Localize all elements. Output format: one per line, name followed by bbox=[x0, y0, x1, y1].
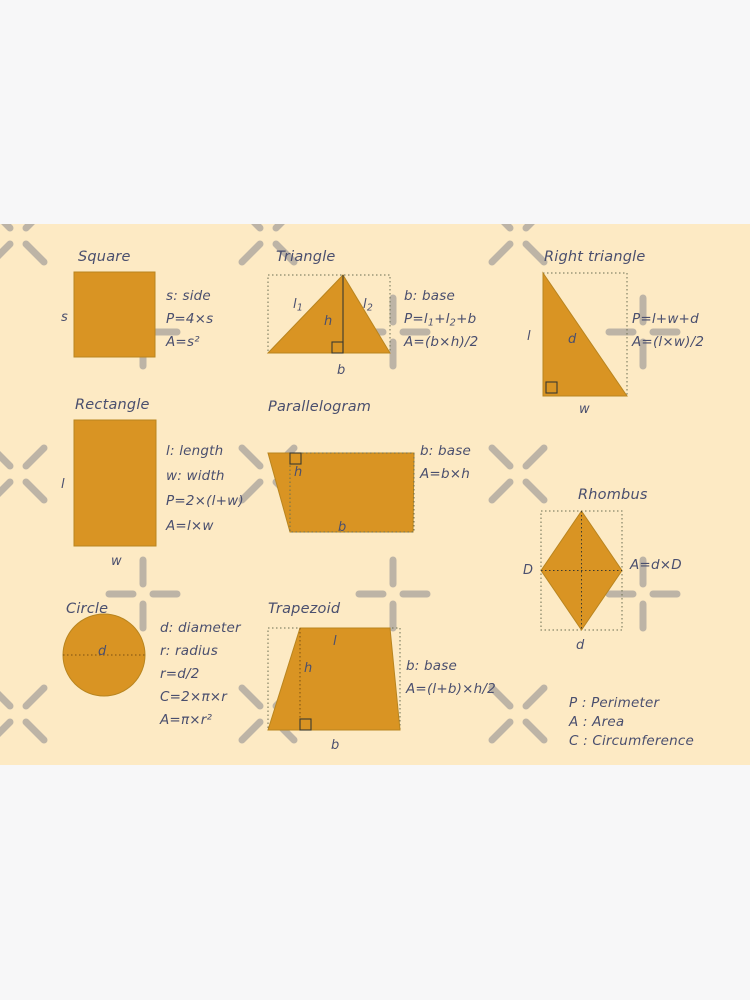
parallelogram-def-base: b: base bbox=[420, 443, 471, 459]
triangle-leg2-subscript: 2 bbox=[366, 302, 373, 314]
triangle-height-label: h bbox=[324, 314, 333, 329]
triangle-formula-perimeter: P=l1+l2+b bbox=[404, 310, 476, 330]
triangle-leg2-letter: l bbox=[363, 297, 367, 312]
circle-diameter-label: d bbox=[98, 644, 107, 659]
parallelogram-formula-area: A=b×h bbox=[420, 466, 470, 482]
rectangle-width-label: w bbox=[111, 554, 122, 569]
trapezoid-formula-area: A=(l+b)×h/2 bbox=[406, 681, 496, 697]
circle-def-diameter: d: diameter bbox=[160, 620, 241, 636]
legend-line-perimeter: P : Perimeter bbox=[569, 695, 660, 711]
rhombus-formula-area: A=d×D bbox=[630, 557, 682, 573]
triangle-leg2-label: l2 bbox=[363, 296, 373, 315]
poster-canvas: Square s s: side P=4×s A=s² Triangle l1 … bbox=[0, 224, 750, 765]
rectangle-title: Rectangle bbox=[75, 397, 150, 413]
rectangle-figure bbox=[73, 419, 157, 547]
right-triangle-right-angle-marker bbox=[545, 381, 558, 394]
trapezoid-def-base: b: base bbox=[406, 658, 457, 674]
triangle-perim-part-0: P=l bbox=[404, 311, 428, 327]
rectangle-def-width: w: width bbox=[166, 468, 225, 484]
right-triangle-formula-perimeter: P=l+w+d bbox=[632, 311, 699, 327]
trapezoid-top-label: l bbox=[333, 634, 337, 649]
rhombus-major-diagonal-label: D bbox=[523, 563, 534, 578]
labels-layer: Square s s: side P=4×s A=s² Triangle l1 … bbox=[0, 224, 750, 765]
circle-formula-circumference: C=2×π×r bbox=[160, 689, 228, 705]
rhombus-title: Rhombus bbox=[578, 487, 648, 503]
triangle-leg1-subscript: 1 bbox=[296, 302, 303, 314]
triangle-figure bbox=[266, 274, 391, 354]
triangle-formula-area: A=(b×h)/2 bbox=[404, 334, 479, 350]
parallelogram-height-box bbox=[289, 452, 415, 533]
trapezoid-right-angle-marker bbox=[299, 718, 312, 731]
rectangle-formula-perimeter: P=2×(l+w) bbox=[166, 493, 244, 509]
geometry-figures-layer bbox=[62, 271, 628, 731]
rhombus-minor-diagonal-label: d bbox=[576, 638, 585, 653]
triangle-right-angle-marker bbox=[331, 341, 344, 354]
right-triangle-formula-area: A=(l×w)/2 bbox=[632, 334, 705, 350]
triangle-perim-part-4: +b bbox=[456, 311, 477, 327]
triangle-perim-part-3: 2 bbox=[449, 317, 457, 329]
triangle-perim-part-2: +l bbox=[434, 311, 450, 327]
triangle-leg1-letter: l bbox=[293, 297, 297, 312]
square-figure bbox=[73, 271, 156, 358]
circle-formula-radius: r=d/2 bbox=[160, 666, 200, 682]
triangle-def-base: b: base bbox=[404, 288, 455, 304]
trapezoid-base-label: b bbox=[331, 738, 340, 753]
circle-formula-area: A=π×r² bbox=[160, 712, 213, 728]
rectangle-def-length: l: length bbox=[166, 443, 224, 459]
parallelogram-title: Parallelogram bbox=[268, 399, 372, 415]
trapezoid-height-label: h bbox=[304, 661, 313, 676]
triangle-base-label: b bbox=[337, 363, 346, 378]
right-triangle-title: Right triangle bbox=[544, 249, 646, 265]
trapezoid-figure bbox=[267, 627, 401, 731]
square-title: Square bbox=[78, 249, 131, 265]
triangle-leg1-label: l1 bbox=[293, 296, 303, 315]
circle-title: Circle bbox=[66, 601, 109, 617]
square-formula-perimeter: P=4×s bbox=[166, 311, 214, 327]
trapezoid-title: Trapezoid bbox=[268, 601, 341, 617]
rectangle-formula-area: A=l×w bbox=[166, 518, 214, 534]
right-triangle-width-label: w bbox=[579, 402, 590, 417]
square-formula-area: A=s² bbox=[166, 334, 200, 350]
right-triangle-figure bbox=[542, 271, 628, 397]
square-def-side: s: side bbox=[166, 288, 211, 304]
circle-def-radius: r: radius bbox=[160, 643, 218, 659]
legend-line-area: A : Area bbox=[569, 714, 625, 730]
triangle-perim-part-1: 1 bbox=[427, 317, 435, 329]
parallelogram-right-angle-marker bbox=[289, 452, 302, 465]
right-triangle-length-label: l bbox=[527, 329, 531, 344]
triangle-title: Triangle bbox=[276, 249, 336, 265]
rectangle-length-label: l bbox=[61, 477, 65, 492]
parallelogram-base-label: b bbox=[338, 520, 347, 535]
square-side-label: s bbox=[61, 310, 68, 325]
legend-line-circumference: C : Circumference bbox=[569, 733, 695, 749]
parallelogram-height-label: h bbox=[294, 465, 303, 480]
right-triangle-hypotenuse-label: d bbox=[568, 332, 577, 347]
